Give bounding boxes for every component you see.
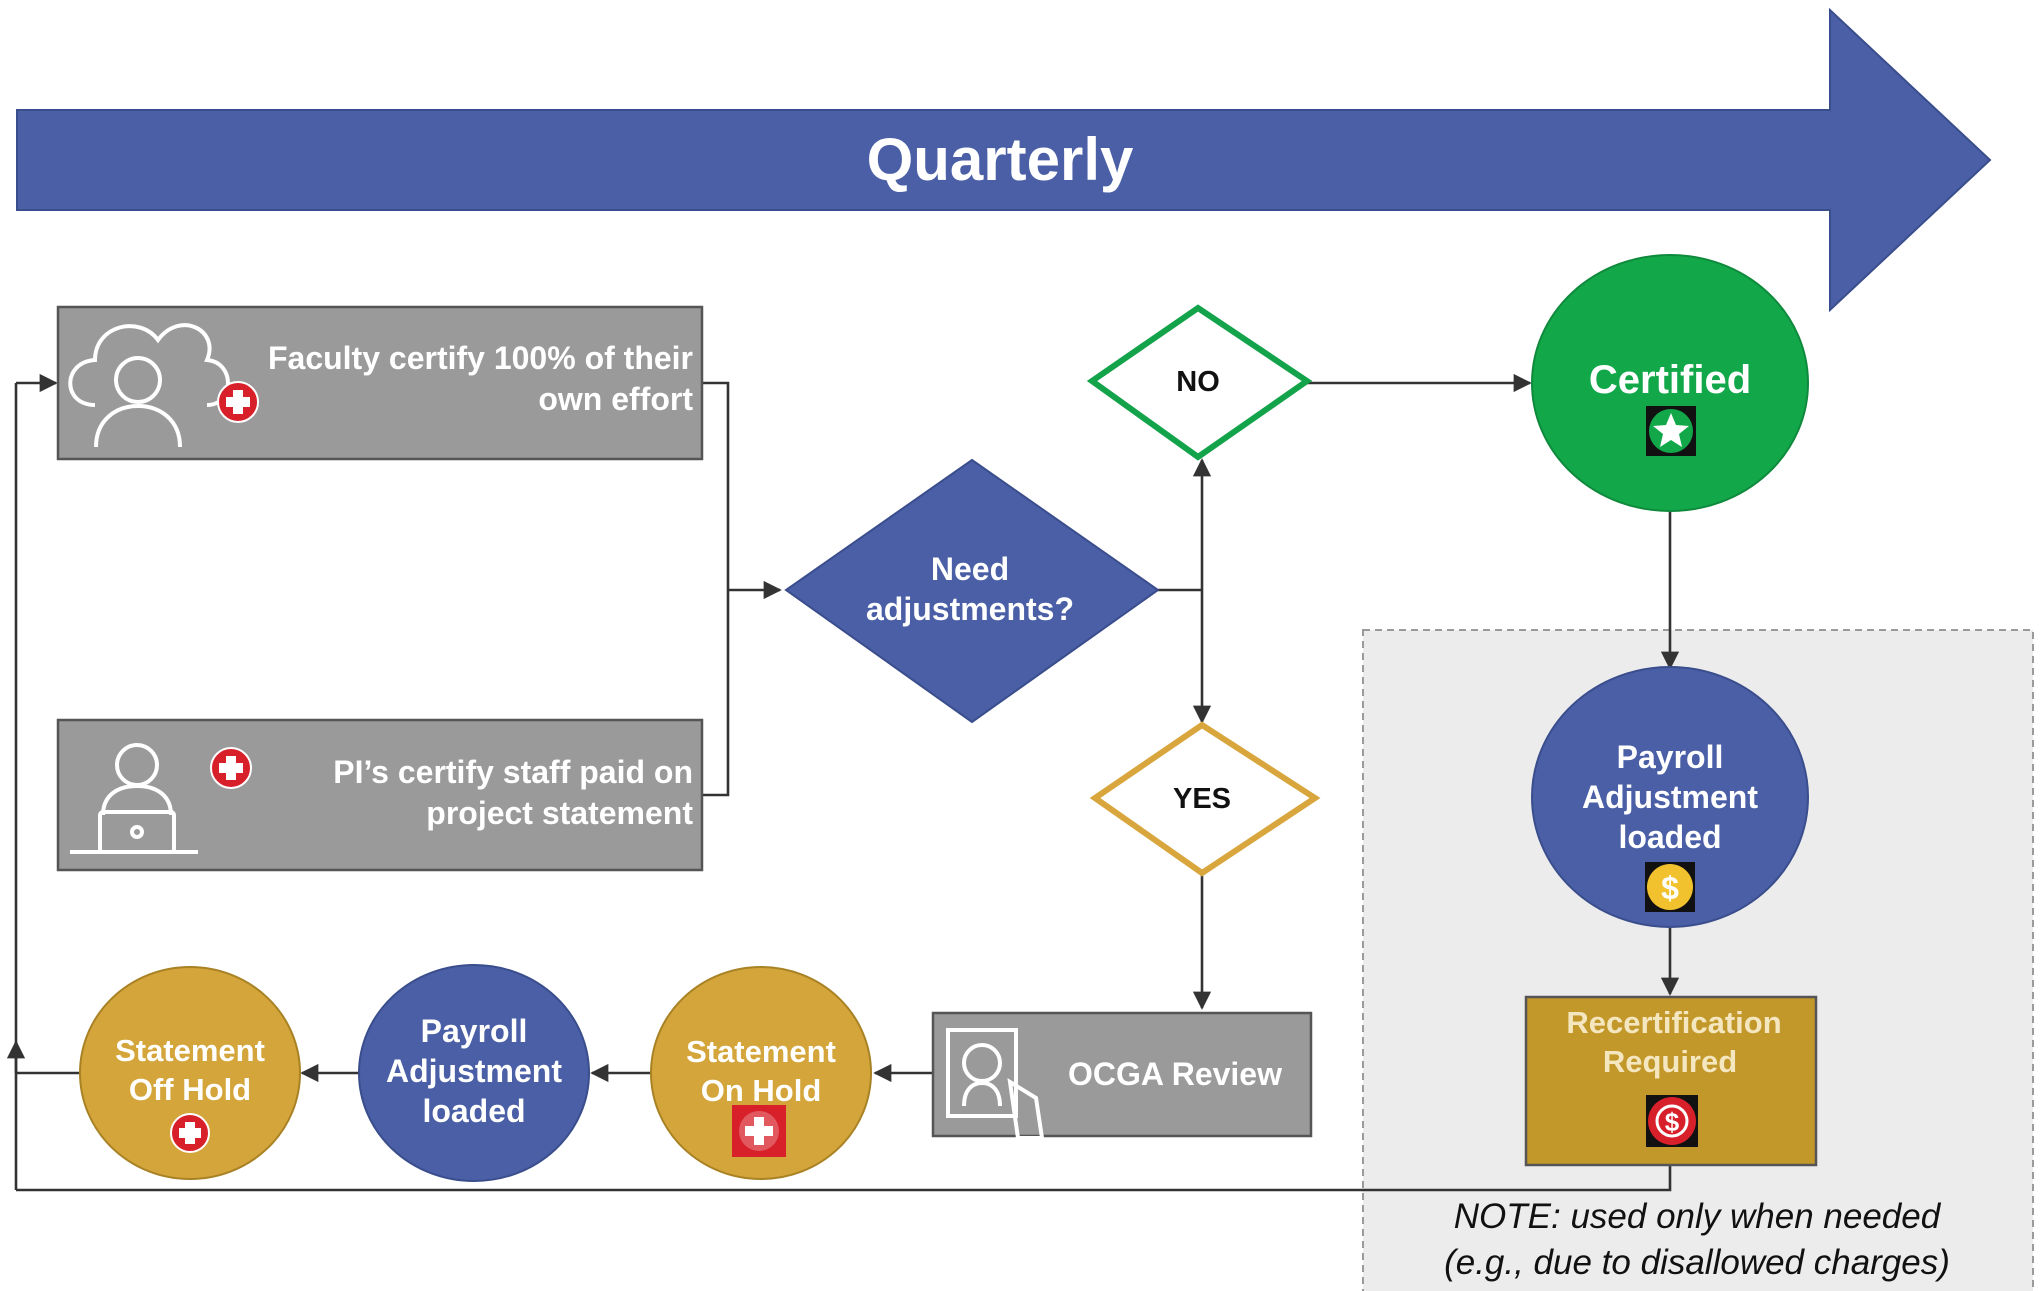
payroll-right-line-3: loaded xyxy=(1618,819,1721,855)
payroll-bottom-line-1: Payroll xyxy=(421,1013,528,1049)
svg-text:$: $ xyxy=(1665,1107,1680,1137)
on-hold-line-1: Statement xyxy=(686,1034,836,1069)
note-line-2: (e.g., due to disallowed charges) xyxy=(1444,1243,1950,1282)
star-badge-icon xyxy=(1646,406,1696,456)
connectors xyxy=(6,373,1680,1192)
need-adjustments-line-1: Need xyxy=(931,551,1009,587)
pi-certify-line-2: project statement xyxy=(426,795,693,831)
recertification-required-box: Recertification Required $ xyxy=(1524,995,1818,1167)
certified-label: Certified xyxy=(1589,358,1751,402)
need-adjustments-decision: Need adjustments? xyxy=(784,458,1160,724)
recert-line-2: Required xyxy=(1603,1044,1737,1079)
need-adjustments-line-2: adjustments? xyxy=(866,591,1074,627)
pi-certify-box: PI’s certify staff paid on project state… xyxy=(56,718,704,872)
on-hold-line-2: On Hold xyxy=(701,1073,822,1108)
statement-on-hold-circle: Statement On Hold xyxy=(650,966,872,1180)
ocga-review-box: OCGA Review xyxy=(931,1011,1313,1140)
payroll-adjustment-right-circle: Payroll Adjustment loaded $ xyxy=(1531,666,1809,928)
off-hold-line-2: Off Hold xyxy=(129,1072,251,1107)
yes-decision: YES xyxy=(1089,721,1321,877)
svg-text:$: $ xyxy=(1661,870,1679,906)
pi-certify-line-1: PI’s certify staff paid on xyxy=(333,754,693,790)
payroll-right-line-2: Adjustment xyxy=(1582,779,1758,815)
statement-off-hold-circle: Statement Off Hold xyxy=(79,966,301,1180)
recert-line-1: Recertification xyxy=(1566,1005,1781,1040)
ocga-review-label: OCGA Review xyxy=(1068,1056,1282,1092)
plus-badge-icon xyxy=(732,1105,786,1157)
certified-circle: Certified xyxy=(1531,254,1809,512)
payroll-adjustment-bottom-circle: Payroll Adjustment loaded xyxy=(358,964,590,1182)
payroll-right-line-1: Payroll xyxy=(1617,739,1724,775)
laptop-user-icon xyxy=(70,743,198,854)
banner-label: Quarterly xyxy=(867,126,1134,193)
plus-badge-icon xyxy=(170,1113,210,1153)
no-label: NO xyxy=(1176,366,1220,398)
no-decision: NO xyxy=(1086,304,1313,461)
quarterly-banner: Quarterly xyxy=(16,7,1992,313)
yes-label: YES xyxy=(1173,783,1231,815)
plus-badge-icon xyxy=(217,381,259,423)
faculty-certify-box: Faculty certify 100% of their own effort xyxy=(56,305,704,461)
dollar-coin-icon: $ xyxy=(1645,862,1695,912)
payroll-bottom-line-3: loaded xyxy=(422,1093,525,1129)
dollar-badge-icon: $ xyxy=(1646,1095,1698,1147)
cloud-user-icon xyxy=(68,323,230,448)
faculty-certify-line-1: Faculty certify 100% of their xyxy=(268,340,693,376)
note-line-1: NOTE: used only when needed xyxy=(1454,1197,1942,1236)
payroll-bottom-line-2: Adjustment xyxy=(386,1053,562,1089)
document-search-icon xyxy=(946,1028,1045,1140)
plus-badge-icon xyxy=(210,747,252,789)
faculty-certify-line-2: own effort xyxy=(538,381,693,417)
note-text: NOTE: used only when needed (e.g., due t… xyxy=(1444,1197,1950,1282)
off-hold-line-1: Statement xyxy=(115,1033,265,1068)
